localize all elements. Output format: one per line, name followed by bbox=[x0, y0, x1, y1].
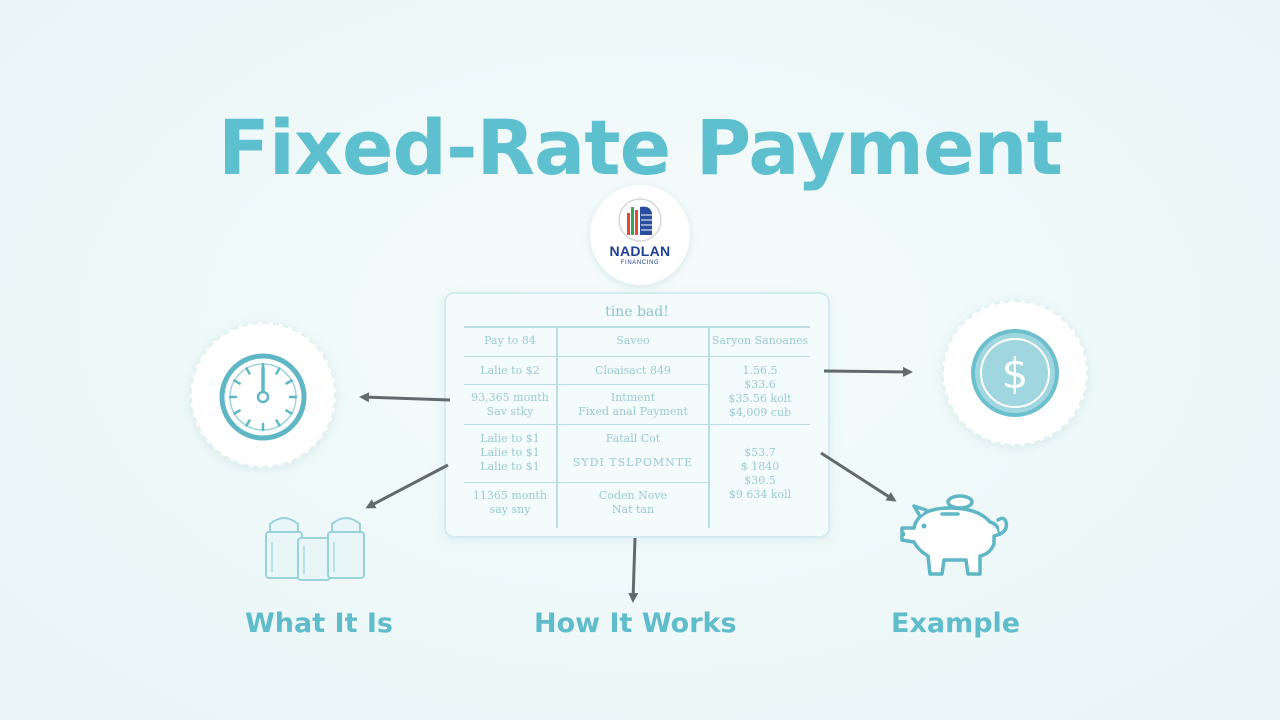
arrow-to-how-it-works bbox=[628, 537, 639, 603]
table-cell: Cloaisact 849 bbox=[595, 364, 671, 377]
table-row-rule-1 bbox=[464, 384, 708, 385]
piggy-bank-icon bbox=[900, 494, 1009, 576]
table-row-rule-3 bbox=[464, 482, 708, 483]
payment-table-card: tine bad! Pay to 84 Saveo Saryon Sanoane… bbox=[444, 292, 830, 538]
table-row-rule-2 bbox=[464, 424, 810, 425]
svg-text:$: $ bbox=[1002, 349, 1029, 398]
table-col-divider-2 bbox=[708, 328, 710, 528]
nadlan-logo: NADLAN FINANCING bbox=[590, 185, 690, 285]
logo-building-icon bbox=[618, 198, 662, 242]
table-top-rule bbox=[464, 326, 810, 328]
table-cell: Lalie to $1 Lalie to $1 Lalie to $1 bbox=[480, 432, 540, 473]
arrow-to-piggy bbox=[820, 451, 897, 502]
page-title: Fixed-Rate Payment bbox=[218, 103, 1063, 192]
logo-subtitle: FINANCING bbox=[620, 260, 660, 266]
label-how-it-works: How It Works bbox=[534, 608, 737, 639]
clock-circle bbox=[190, 322, 336, 468]
logo-name: NADLAN bbox=[609, 243, 671, 259]
clock-icon bbox=[219, 353, 307, 441]
table-header-3: Saryon Sanoanes bbox=[711, 334, 809, 347]
table-cell: Lalie to $2 bbox=[480, 364, 540, 377]
dollar-coin-icon: $ bbox=[971, 329, 1059, 417]
table-col-divider-1 bbox=[556, 328, 558, 528]
dollar-circle: $ bbox=[942, 300, 1088, 446]
table-title: tine bad! bbox=[605, 304, 669, 320]
table-header-1: Pay to 84 bbox=[484, 334, 536, 347]
table-cell: SYDI TSLPOMNTE bbox=[572, 456, 694, 469]
table-cell: $53.7 $ 1840 $30.5 $9 634 koll bbox=[728, 446, 792, 501]
table-header-2: Saveo bbox=[616, 334, 650, 347]
arrow-to-dollar bbox=[823, 366, 913, 377]
table-header-rule bbox=[464, 356, 810, 357]
table-cell: Fatall Cot bbox=[605, 432, 661, 445]
table-cell: Intment Fixed anal Payment bbox=[578, 391, 688, 418]
table-cell: 11365 month say sny bbox=[472, 489, 548, 516]
label-example: Example bbox=[891, 608, 1021, 639]
containers-icon bbox=[265, 517, 365, 581]
arrow-to-clock bbox=[359, 392, 451, 403]
arrow-to-containers bbox=[365, 463, 449, 509]
table-cell: Coden Nove Nat tan bbox=[598, 489, 668, 516]
label-what-it-is: What It Is bbox=[245, 608, 393, 639]
table-cell: 93,365 month Sav stky bbox=[471, 391, 549, 418]
table-cell: 1.56.5 $33.6 $35.56 kolt $4,009 cub bbox=[728, 364, 792, 419]
